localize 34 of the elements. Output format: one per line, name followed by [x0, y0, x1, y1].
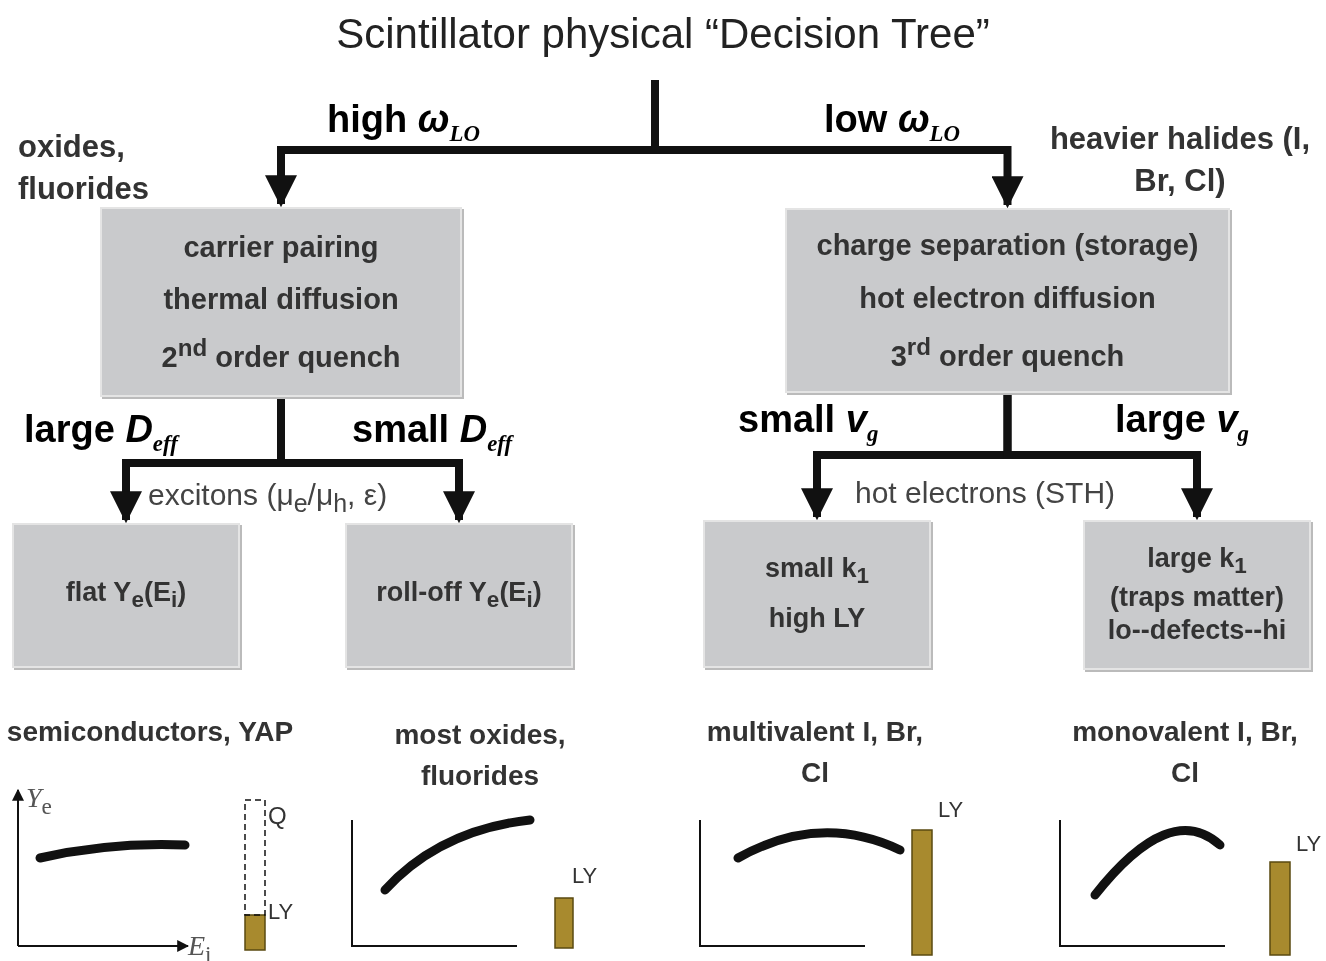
- bar-label: LY: [572, 862, 598, 890]
- box-text: roll-off Y$_{e}$(E$_{i}$): [376, 576, 542, 615]
- box-text: hot electron diffusion: [859, 280, 1156, 316]
- box-text: lo--defects--hi: [1107, 614, 1287, 648]
- box-text: flat Y$_{e}$(E$_{i}$): [65, 576, 187, 615]
- box-text: high LY: [768, 602, 866, 636]
- box-text: 3$^{rd}$ order quench: [890, 331, 1125, 374]
- box-text: carrier pairing: [183, 229, 379, 265]
- axis-label: E$_{i}$: [188, 929, 212, 961]
- box-text: thermal diffusion: [163, 282, 399, 318]
- material-class-label: semiconductors, YAP: [5, 715, 295, 749]
- bar-label: LY: [1296, 830, 1322, 858]
- bar-label: LY: [268, 898, 294, 926]
- material-class-label: most oxides, fluorides: [393, 718, 567, 793]
- arrow: [1003, 395, 1213, 521]
- axis-label: Y$_{e}$: [26, 781, 52, 821]
- material-class-label: heavier halides (I, Br, Cl): [1048, 120, 1312, 200]
- process-box: [100, 207, 462, 397]
- box-text: small k$_{1}$: [764, 551, 870, 591]
- process-box: [345, 523, 573, 668]
- process-box: [1083, 520, 1311, 670]
- box-text: charge separation (storage): [816, 228, 1199, 264]
- process-box: [12, 523, 240, 668]
- bar-label: LY: [938, 796, 964, 824]
- box-text: large k$_{1}$: [1147, 542, 1247, 581]
- material-class-label: monovalent I, Br, Cl: [1071, 715, 1299, 790]
- bar-label: Q: [268, 801, 287, 831]
- box-text: (traps matter): [1109, 580, 1284, 614]
- box-text: 2$^{nd}$ order quench: [161, 333, 401, 375]
- diagram-title: Scintillator physical “Decision Tree”: [335, 10, 991, 58]
- material-class-label: multivalent I, Br, Cl: [705, 715, 925, 790]
- process-box: [703, 520, 931, 668]
- material-class-label: oxides, fluorides: [18, 128, 150, 208]
- process-box: [785, 208, 1230, 393]
